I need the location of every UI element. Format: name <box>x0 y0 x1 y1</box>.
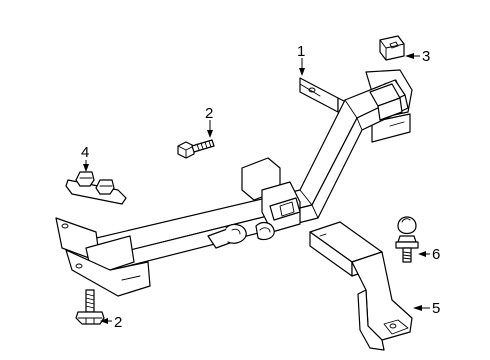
bolt-upper <box>177 139 215 159</box>
ball-mount <box>309 221 413 351</box>
callout-1: 1 <box>297 43 305 60</box>
nut-plate <box>65 171 127 205</box>
callout-3: 3 <box>422 48 430 65</box>
callout-leaders <box>83 53 430 324</box>
bolt-lower <box>75 289 105 325</box>
callout-2-upper: 2 <box>205 105 213 122</box>
callout-5: 5 <box>432 300 440 317</box>
callout-4: 4 <box>81 144 89 161</box>
hitch-ball <box>395 216 419 263</box>
clip-part <box>379 35 405 61</box>
callout-6: 6 <box>432 246 440 263</box>
hitch-crossmember <box>55 69 413 297</box>
callout-2-lower: 2 <box>114 314 122 331</box>
